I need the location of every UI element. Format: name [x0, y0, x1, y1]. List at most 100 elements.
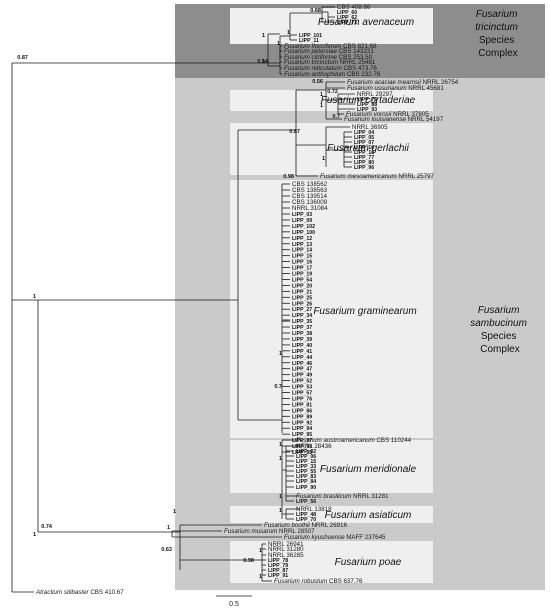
- tip-label-sambucinum-lower: NRRL 26941: [268, 541, 304, 548]
- support-value: 1: [279, 456, 282, 462]
- tip-label-graminearum: LIPP_49: [292, 373, 312, 379]
- clade-label-cortaderiae: Fusarium cortaderiae: [321, 95, 416, 106]
- tip-label-sambucinum-lower: LIPP_55: [296, 469, 316, 475]
- tip-label-tricinctum: Fusarium reticulatum CBS 473.76: [284, 65, 377, 72]
- support-value: 1: [279, 351, 282, 357]
- support-value: 1: [322, 156, 325, 162]
- sambucinum-complex-label: Fusarium sambucinum Species Complex: [470, 305, 529, 355]
- tip-label-graminearum: LIPP_37: [292, 325, 312, 331]
- tip-label-tricinctum: Fusarium flocciferum CBS 821.68: [284, 43, 377, 50]
- clade-label-graminearum: Fusarium graminearum: [313, 306, 416, 317]
- tip-label-graminearum: LIPP_86: [292, 408, 312, 414]
- tip-label-sambucinum: LIPP_05: [354, 135, 374, 141]
- tip-label-graminearum: LIPP_35: [292, 319, 312, 325]
- tip-label-graminearum: LIPP_12: [292, 236, 312, 242]
- tip-label-graminearum: LIPP_76: [292, 396, 312, 402]
- tip-label-graminearum: LIPP_38: [292, 331, 312, 337]
- tip-label-graminearum: LIPP_47: [292, 367, 312, 373]
- tip-label-tricinctum: LIPP_62: [337, 15, 357, 21]
- tip-label-sambucinum: LIPP_07: [354, 140, 374, 146]
- tree-branches: [11, 6, 355, 593]
- tip-label-graminearum: LIPP_19: [292, 272, 312, 278]
- tip-label-graminearum: LIPP_25: [292, 295, 312, 301]
- tip-label-graminearum: LIPP_09: [292, 218, 312, 224]
- tip-label-sambucinum-lower: NRRL 13818: [296, 506, 332, 513]
- support-value: 0.54: [257, 59, 269, 65]
- tip-label-graminearum: LIPP_99: [292, 450, 312, 456]
- support-value: 0.63: [161, 547, 172, 553]
- tip-label-sambucinum: Fusarium mesoamericanum NRRL 25797: [320, 173, 435, 180]
- tip-label-sambucinum: Fusarium ussurianum NRRL 45681: [347, 85, 444, 92]
- tip-label-graminearum: LIPP_16: [292, 260, 312, 266]
- tip-label-graminearum: LIPP_53: [292, 385, 312, 391]
- support-value: 1: [279, 508, 282, 514]
- poae-clade-box: [230, 541, 433, 583]
- tip-label-tricinctum: Fusarium citriforme CBS 253.50: [284, 54, 373, 61]
- support-value: 1: [320, 103, 323, 109]
- tip-label-graminearum: LIPP_39: [292, 337, 312, 343]
- support-value: 1: [259, 548, 262, 554]
- tip-label-graminearum: LIPP_97: [292, 438, 312, 444]
- asiaticum-clade-box: [230, 506, 433, 523]
- tip-label-graminearum: LIPP_21: [292, 289, 312, 295]
- tip-labels: Atractium stilbaster CBS 410.67 CBS 408.8…: [35, 4, 459, 596]
- avenaceum-clade-box: [230, 8, 433, 44]
- support-value: 0.72: [327, 89, 338, 95]
- tip-label-sambucinum: LIPP_96: [354, 165, 374, 171]
- tip-label-sambucinum-lower: LIPP_84: [296, 479, 316, 485]
- support-value: 1: [279, 494, 282, 500]
- tip-label-sambucinum: LIPP_10: [354, 145, 374, 151]
- tip-label-graminearum: LIPP_15: [292, 254, 312, 260]
- tip-label-sambucinum: Fusarium acaciae mearnsii NRRL 26754: [347, 79, 459, 86]
- tip-label-sambucinum-lower: LIPP_56: [296, 499, 316, 505]
- support-value: 0.68: [310, 8, 321, 14]
- tip-label-sambucinum: LIPP_93: [357, 107, 377, 113]
- tip-label-sambucinum-lower: Fusarium robustum CBS 637.76: [274, 578, 363, 585]
- support-value: 1: [259, 574, 262, 580]
- tip-label-tricinctum: CBS 408.86: [337, 4, 371, 11]
- tip-label-graminearum: LIPP_41: [292, 349, 312, 355]
- tip-label-sambucinum: LIPP_75: [357, 97, 377, 103]
- tip-label-tricinctum: Fusarium anthophilum CBS 232.76: [284, 71, 381, 78]
- support-value: 1: [262, 59, 265, 65]
- clade-label-meridionale: Fusarium meridionale: [320, 464, 417, 475]
- tip-label-outgroup: Atractium stilbaster CBS 410.67: [35, 589, 124, 596]
- tip-label-graminearum: LIPP_17: [292, 266, 312, 272]
- support-value: 0.87: [289, 129, 300, 135]
- tip-label-graminearum: LIPP_89: [292, 414, 312, 420]
- support-value: 1: [167, 525, 170, 531]
- support-value: 1: [320, 92, 323, 98]
- tip-label-sambucinum-lower: Fusarium brasilicum NRRL 31281: [296, 493, 389, 500]
- tip-label-tricinctum: LIPP_72: [337, 20, 357, 26]
- tip-label-sambucinum-lower: Fusarium boothii NRRL 26916: [264, 522, 348, 529]
- tip-label-sambucinum-lower: LIPP_90: [296, 485, 316, 491]
- tip-label-sambucinum-lower: LIPP_02: [296, 449, 316, 455]
- support-value: 0.7: [274, 384, 282, 390]
- support-value: 0.98: [283, 174, 294, 180]
- tip-label-sambucinum-lower: LIPP_33: [296, 464, 316, 470]
- tip-label-sambucinum-lower: LIPP_78: [268, 558, 288, 564]
- tip-label-sambucinum-lower: LIPP_15: [296, 459, 316, 465]
- tip-label-graminearum: LIPP_54: [292, 277, 312, 283]
- tip-label-graminearum: LIPP_81: [292, 402, 312, 408]
- tip-label-sambucinum: Fusarium vorosii NRRL 37605: [346, 111, 429, 118]
- tip-label-graminearum: LIPP_100: [292, 230, 315, 236]
- meridionale-clade-box: [230, 440, 433, 493]
- tip-label-graminearum: LIPP_95: [292, 432, 312, 438]
- tip-label-sambucinum-lower: LIPP_06: [296, 454, 316, 460]
- clade-label-gerlachii: Fusarium gerlachii: [327, 143, 409, 154]
- tip-label-sambucinum: NRRL 36905: [352, 124, 388, 131]
- tip-label-graminearum-ref: CBS 136009: [292, 199, 328, 206]
- tip-label-sambucinum-lower: NRRL 36285: [268, 552, 304, 559]
- clade-label-avenaceum: Fusarium avenaceum: [318, 17, 414, 28]
- support-value: 0.98: [243, 558, 254, 564]
- tip-label-tricinctum: Fusarium petersiae CBS 143231: [284, 48, 374, 55]
- tip-label-sambucinum-lower: LIPP_83: [296, 474, 316, 480]
- clade-label-poae: Fusarium poae: [335, 557, 402, 568]
- tip-label-graminearum: LIPP_40: [292, 343, 312, 349]
- support-value: 0.7: [332, 114, 340, 120]
- tip-label-sambucinum-lower: LIPP_87: [268, 568, 288, 574]
- tip-label-sambucinum-lower: Fusarium kyushuense MAFF 237645: [284, 534, 386, 541]
- support-value: 1: [277, 41, 280, 47]
- support-value: 1: [287, 30, 290, 36]
